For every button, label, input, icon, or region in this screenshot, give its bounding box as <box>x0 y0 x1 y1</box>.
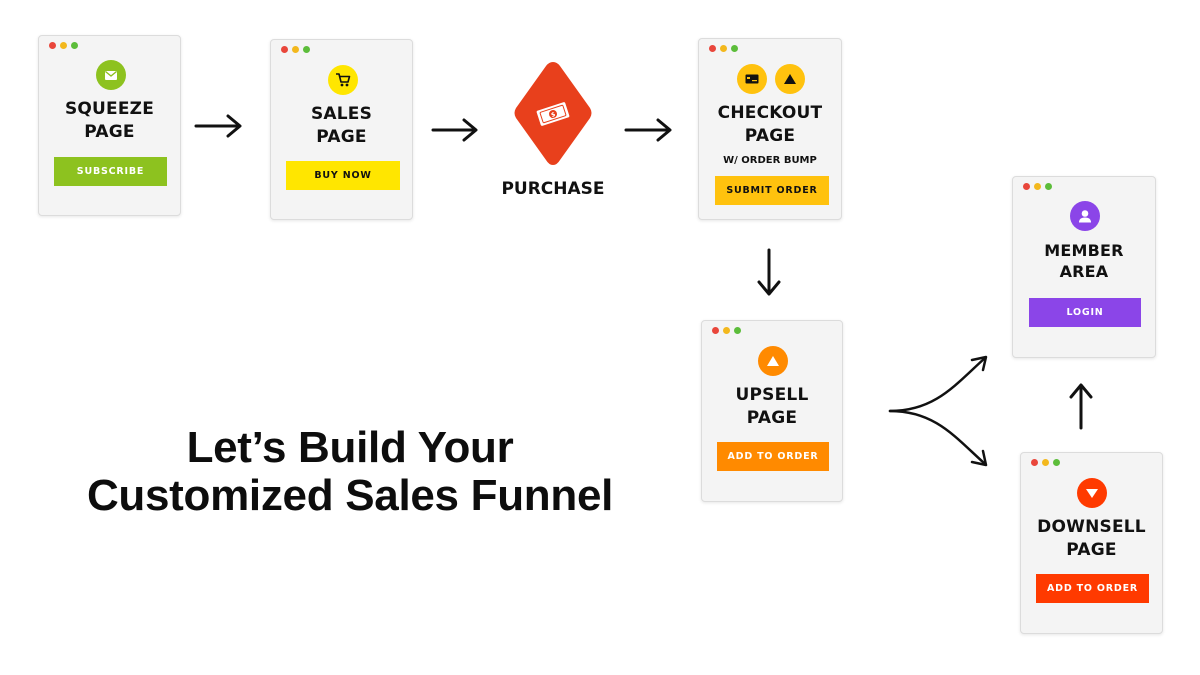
add-to-order-button[interactable]: ADD TO ORDER <box>717 442 829 471</box>
checkout-page-title: CHECKOUT PAGE <box>717 103 823 146</box>
sales-page-card: SALES PAGE BUY NOW <box>270 39 413 220</box>
downsell-page-title: DOWNSELL PAGE <box>1037 517 1146 560</box>
arrow-sales-to-purchase <box>431 118 478 142</box>
login-button[interactable]: LOGIN <box>1029 298 1141 327</box>
headline-line-2: Customized Sales Funnel <box>86 471 614 520</box>
window-dots <box>709 45 738 52</box>
credit-card-icon <box>737 64 767 94</box>
squeeze-page-card: SQUEEZE PAGE SUBSCRIBE <box>38 35 181 216</box>
cart-icon <box>328 65 358 95</box>
down-triangle-icon <box>1077 478 1107 508</box>
window-dots <box>1023 183 1052 190</box>
downsell-page-card: DOWNSELL PAGE ADD TO ORDER <box>1020 452 1163 634</box>
window-dots <box>1031 459 1060 466</box>
window-dots <box>712 327 741 334</box>
sales-page-title: SALES PAGE <box>310 104 373 147</box>
buy-now-button[interactable]: BUY NOW <box>286 161 400 190</box>
squeeze-page-title: SQUEEZE PAGE <box>64 99 155 142</box>
arrow-squeeze-to-sales <box>194 114 242 138</box>
arrow-downsell-to-member <box>1069 383 1093 430</box>
up-triangle-icon <box>758 346 788 376</box>
upsell-page-card: UPSELL PAGE ADD TO ORDER <box>701 320 843 502</box>
submit-order-button[interactable]: SUBMIT ORDER <box>715 176 829 205</box>
purchase-label: PURCHASE <box>501 179 605 199</box>
envelope-icon <box>96 60 126 90</box>
add-to-order-button[interactable]: ADD TO ORDER <box>1036 574 1149 603</box>
headline: Let’s Build Your Customized Sales Funnel <box>60 424 640 520</box>
window-dots <box>281 46 310 53</box>
arrow-purchase-to-checkout <box>624 118 672 142</box>
member-area-card: MEMBER AREA LOGIN <box>1012 176 1156 358</box>
headline-line-1: Let’s Build Your <box>186 423 514 472</box>
subscribe-button[interactable]: SUBSCRIBE <box>54 157 167 186</box>
window-dots <box>49 42 78 49</box>
user-icon <box>1070 201 1100 231</box>
member-area-title: MEMBER AREA <box>1044 241 1124 281</box>
upsell-page-title: UPSELL PAGE <box>735 385 809 428</box>
up-triangle-icon <box>775 64 805 94</box>
arrow-checkout-to-upsell <box>757 248 781 296</box>
order-bump-subtitle: W/ ORDER BUMP <box>723 155 817 166</box>
arrow-upsell-split <box>888 355 988 467</box>
checkout-page-card: CHECKOUT PAGE W/ ORDER BUMP SUBMIT ORDER <box>698 38 842 220</box>
